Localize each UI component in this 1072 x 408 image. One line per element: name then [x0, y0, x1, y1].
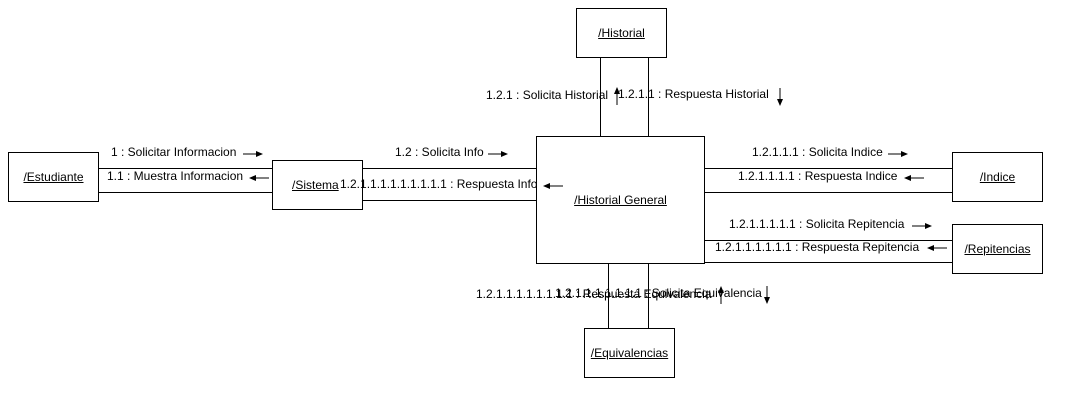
object-historial[interactable]: /Historial: [576, 8, 667, 58]
object-sistema[interactable]: /Sistema: [272, 160, 363, 210]
message-solicita-info: 1.2 : Solicita Info: [395, 145, 484, 159]
link-sistema-general-bottom: [362, 200, 537, 201]
message-solicita-indice: 1.2.1.1.1 : Solicita Indice: [752, 145, 883, 159]
message-solicitar-informacion: 1 : Solicitar Informacion: [111, 145, 237, 159]
link-estudiante-sistema-bottom: [98, 192, 272, 193]
message-respuesta-indice: 1.2.1.1.1.1 : Respuesta Indice: [738, 169, 898, 183]
object-indice[interactable]: /Indice: [952, 152, 1043, 202]
link-general-repitencias-bottom: [704, 262, 952, 263]
object-equivalencias[interactable]: /Equivalencias: [584, 328, 675, 378]
message-solicita-historial: 1.2.1 : Solicita Historial: [486, 88, 609, 102]
message-respuesta-equivalencia: 1.2.1.1.1.1.1.1.1.1 : Respuesta Equivale…: [476, 287, 712, 301]
link-general-repitencias-top: [704, 240, 952, 241]
object-repitencias[interactable]: /Repitencias: [952, 224, 1043, 274]
message-solicita-equivalencia: 1.2.1.1.1.1.1.1.1 : Solicita Equivalenci…: [555, 286, 762, 300]
message-solicita-repitencia: 1.2.1.1.1.1.1 : Solicita Repitencia: [729, 217, 905, 231]
message-muestra-informacion: 1.1 : Muestra Informacion: [107, 169, 244, 183]
link-general-indice-top: [704, 168, 952, 169]
link-estudiante-sistema-top: [98, 168, 272, 169]
link-general-equivalencias-left: [608, 264, 609, 328]
link-general-indice-bottom: [704, 192, 952, 193]
message-respuesta-historial: 1.2.1.1 : Respuesta Historial: [618, 87, 769, 101]
link-sistema-general-top: [362, 168, 537, 169]
object-historial-general[interactable]: /Historial General: [536, 136, 705, 264]
message-respuesta-repitencia: 1.2.1.1.1.1.1.1 : Respuesta Repitencia: [715, 240, 920, 254]
object-estudiante[interactable]: /Estudiante: [8, 152, 99, 202]
link-general-equivalencias-right: [648, 264, 649, 328]
link-historial-general-left: [600, 58, 601, 136]
message-respuesta-info: 1.2.1.1.1.1.1.1.1.1.1 : Respuesta Info: [340, 177, 538, 191]
link-historial-general-right: [648, 58, 649, 136]
